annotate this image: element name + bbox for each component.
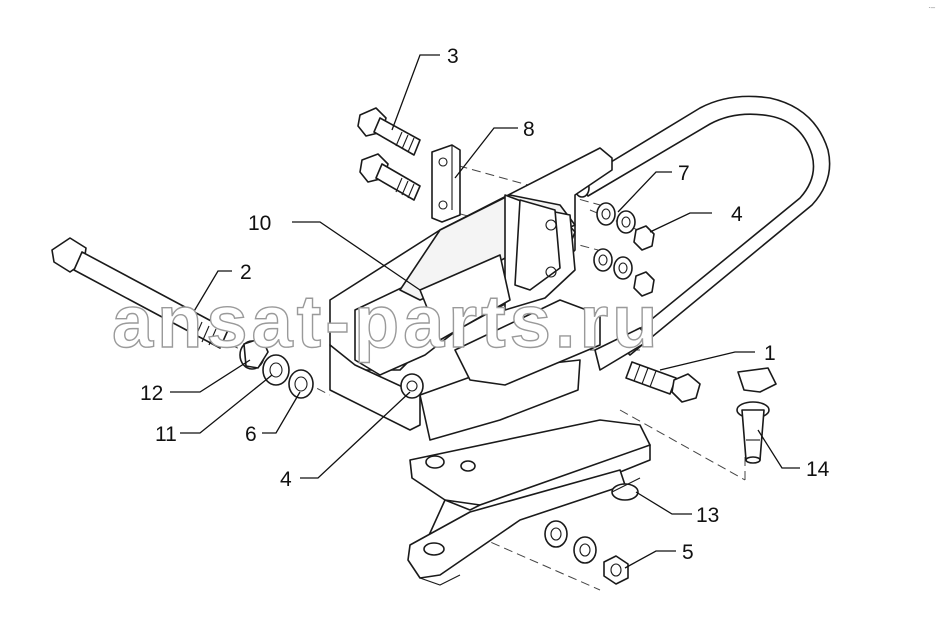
callout-10: 10 [248,212,271,235]
lower-arm [407,419,651,586]
leader-lines [170,54,800,569]
plate [431,144,461,223]
callout-6: 6 [245,423,257,446]
lower-washers-and-nut [544,520,629,585]
callout-8: 8 [523,118,535,141]
callout-4-upper: 4 [731,203,743,226]
long-bolt [51,237,229,349]
callout-labels: 3 8 7 4 10 2 1 12 11 6 4 14 13 5 [140,45,830,564]
callout-1: 1 [764,342,776,365]
short-bolts [357,107,421,201]
pivot-bolt [625,361,701,403]
main-bracket [329,147,651,441]
body-nut [400,373,424,399]
callout-13: 13 [696,504,719,527]
callout-14: 14 [806,458,830,481]
callout-5: 5 [682,541,694,564]
callout-12: 12 [140,382,163,405]
callout-2: 2 [240,261,252,284]
spring-clip [611,477,641,501]
corner-mark: ·– [928,3,936,12]
watermark: ansat-parts.ru [112,280,661,363]
locking-pin [736,367,777,464]
callout-4-lower: 4 [280,468,292,491]
callout-11: 11 [155,423,177,446]
callout-7: 7 [678,162,690,185]
callout-3: 3 [447,45,459,68]
upper-washers-and-nuts [593,202,655,297]
